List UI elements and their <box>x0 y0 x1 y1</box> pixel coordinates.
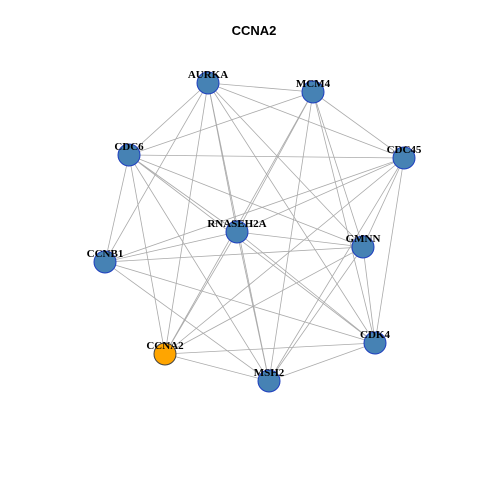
node-label-ccnb1: CCNB1 <box>87 248 124 260</box>
edge-cdc6-gmnn <box>128 154 364 248</box>
node-aurka[interactable] <box>196 71 220 95</box>
node-label-aurka: AURKA <box>188 69 228 81</box>
edge-cdc6-msh2 <box>128 154 270 382</box>
node-rnaseh2a[interactable] <box>225 220 249 244</box>
node-cdc45[interactable] <box>392 146 416 170</box>
node-label-cdc45: CDC45 <box>387 144 422 156</box>
edge-gmnn-cdk4 <box>362 246 376 344</box>
edge-cdk4-msh2 <box>268 342 376 382</box>
edge-ccnb1-cdk4 <box>104 261 376 344</box>
node-ccna2[interactable] <box>153 342 177 366</box>
edge-cdc6-ccna2 <box>128 154 166 355</box>
edge-cdc6-cdk4 <box>128 154 376 344</box>
node-cdc6[interactable] <box>117 143 141 167</box>
edge-cdc45-rnaseh2a <box>236 157 405 233</box>
edge-aurka-ccnb1 <box>104 82 209 263</box>
edge-cdc45-cdk4 <box>374 157 405 344</box>
edge-aurka-ccna2 <box>164 82 209 355</box>
edge-cdc45-ccna2 <box>164 157 405 355</box>
edge-cdc6-ccnb1 <box>104 154 130 263</box>
edge-ccnb1-msh2 <box>104 261 270 382</box>
edge-gmnn-ccnb1 <box>104 246 364 263</box>
edge-rnaseh2a-gmnn <box>236 231 364 248</box>
node-label-msh2: MSH2 <box>254 367 285 379</box>
edge-gmnn-ccna2 <box>164 246 364 355</box>
node-label-rnaseh2a: RNASEH2A <box>207 218 266 230</box>
node-label-mcm4: MCM4 <box>296 78 331 90</box>
node-cdk4[interactable] <box>363 331 387 355</box>
edge-mcm4-cdc6 <box>128 91 314 156</box>
diagram-title: CCNA2 <box>232 23 277 38</box>
edge-aurka-gmnn <box>207 82 364 248</box>
edge-mcm4-cdc45 <box>312 91 405 159</box>
node-label-ccna2: CCNA2 <box>146 340 184 352</box>
node-mcm4[interactable] <box>301 80 325 104</box>
edge-ccna2-cdk4 <box>164 342 376 355</box>
edge-aurka-cdc45 <box>207 82 405 159</box>
edge-aurka-cdc6 <box>128 82 209 156</box>
edge-rnaseh2a-cdk4 <box>236 231 376 344</box>
node-label-cdc6: CDC6 <box>114 141 144 153</box>
edge-cdc6-rnaseh2a <box>128 154 238 233</box>
edge-ccna2-msh2 <box>164 353 270 382</box>
edge-mcm4-gmnn <box>312 91 364 248</box>
edge-cdc6-cdc45 <box>128 154 405 159</box>
edge-rnaseh2a-ccnb1 <box>104 231 238 263</box>
node-msh2[interactable] <box>257 369 281 393</box>
edge-cdc45-msh2 <box>268 157 405 382</box>
edge-gmnn-msh2 <box>268 246 364 382</box>
edge-cdc45-gmnn <box>362 157 405 248</box>
edge-rnaseh2a-ccna2 <box>164 231 238 355</box>
node-layer <box>93 71 416 393</box>
edge-cdc45-ccnb1 <box>104 157 405 263</box>
node-gmnn[interactable] <box>351 235 375 259</box>
node-ccnb1[interactable] <box>93 250 117 274</box>
edge-mcm4-msh2 <box>268 91 314 382</box>
node-label-gmnn: GMNN <box>346 233 381 245</box>
edge-layer <box>104 82 405 382</box>
edge-mcm4-cdk4 <box>312 91 376 344</box>
edge-aurka-cdk4 <box>207 82 376 344</box>
node-label-cdk4: CDK4 <box>360 329 390 341</box>
edge-mcm4-rnaseh2a <box>236 91 314 233</box>
edge-aurka-mcm4 <box>207 82 314 93</box>
